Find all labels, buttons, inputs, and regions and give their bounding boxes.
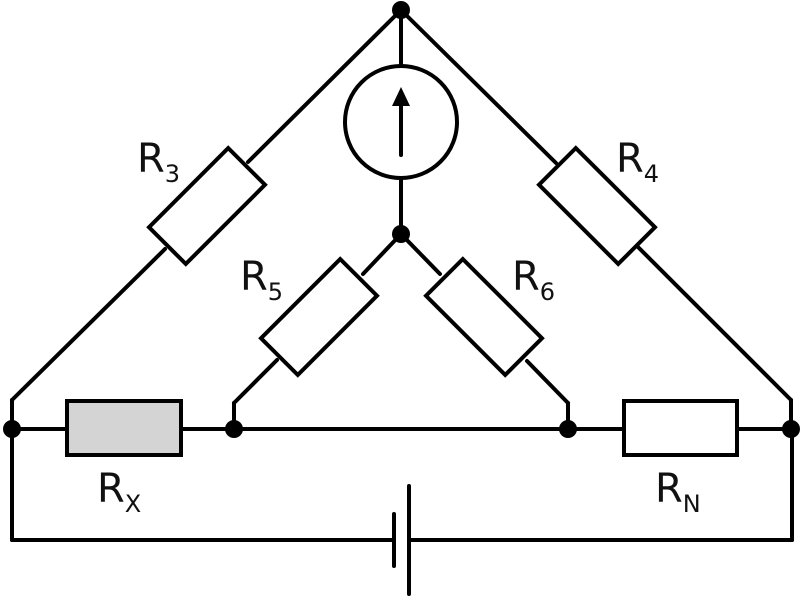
node-center (392, 225, 410, 243)
ammeter-icon (343, 64, 459, 180)
meter-arrow-head (392, 87, 410, 106)
wire-r4-to-right-node (636, 245, 793, 402)
label-rn: RN (655, 466, 701, 518)
node-top (392, 1, 410, 19)
resistor-rx (65, 399, 183, 457)
label-r3: R3 (137, 136, 180, 188)
wire-center-to-r6 (399, 232, 442, 276)
label-r5: R5 (240, 254, 283, 306)
resistor-r6 (423, 256, 545, 378)
wire-top-to-r3 (246, 8, 403, 164)
wire-center-to-r5 (361, 232, 403, 276)
wires (10, 8, 794, 542)
resistor-r4 (536, 145, 658, 267)
battery-icon (392, 484, 411, 596)
wire-top-to-r4 (399, 8, 558, 165)
node-mid-left (225, 420, 243, 438)
node-left (3, 420, 21, 438)
resistor-rn (622, 399, 739, 457)
wire-r3-to-left-node (10, 247, 167, 402)
label-rx: RX (97, 466, 141, 518)
label-r4: R4 (616, 136, 659, 188)
resistor-r5 (258, 256, 380, 378)
junction-nodes (3, 1, 800, 438)
node-mid-right (559, 420, 577, 438)
node-right (782, 420, 800, 438)
label-r6: R6 (512, 254, 555, 306)
resistor-r3 (146, 145, 268, 267)
wire-r5-to-mid-left (232, 358, 279, 405)
wire-r6-to-mid-right (525, 359, 570, 405)
